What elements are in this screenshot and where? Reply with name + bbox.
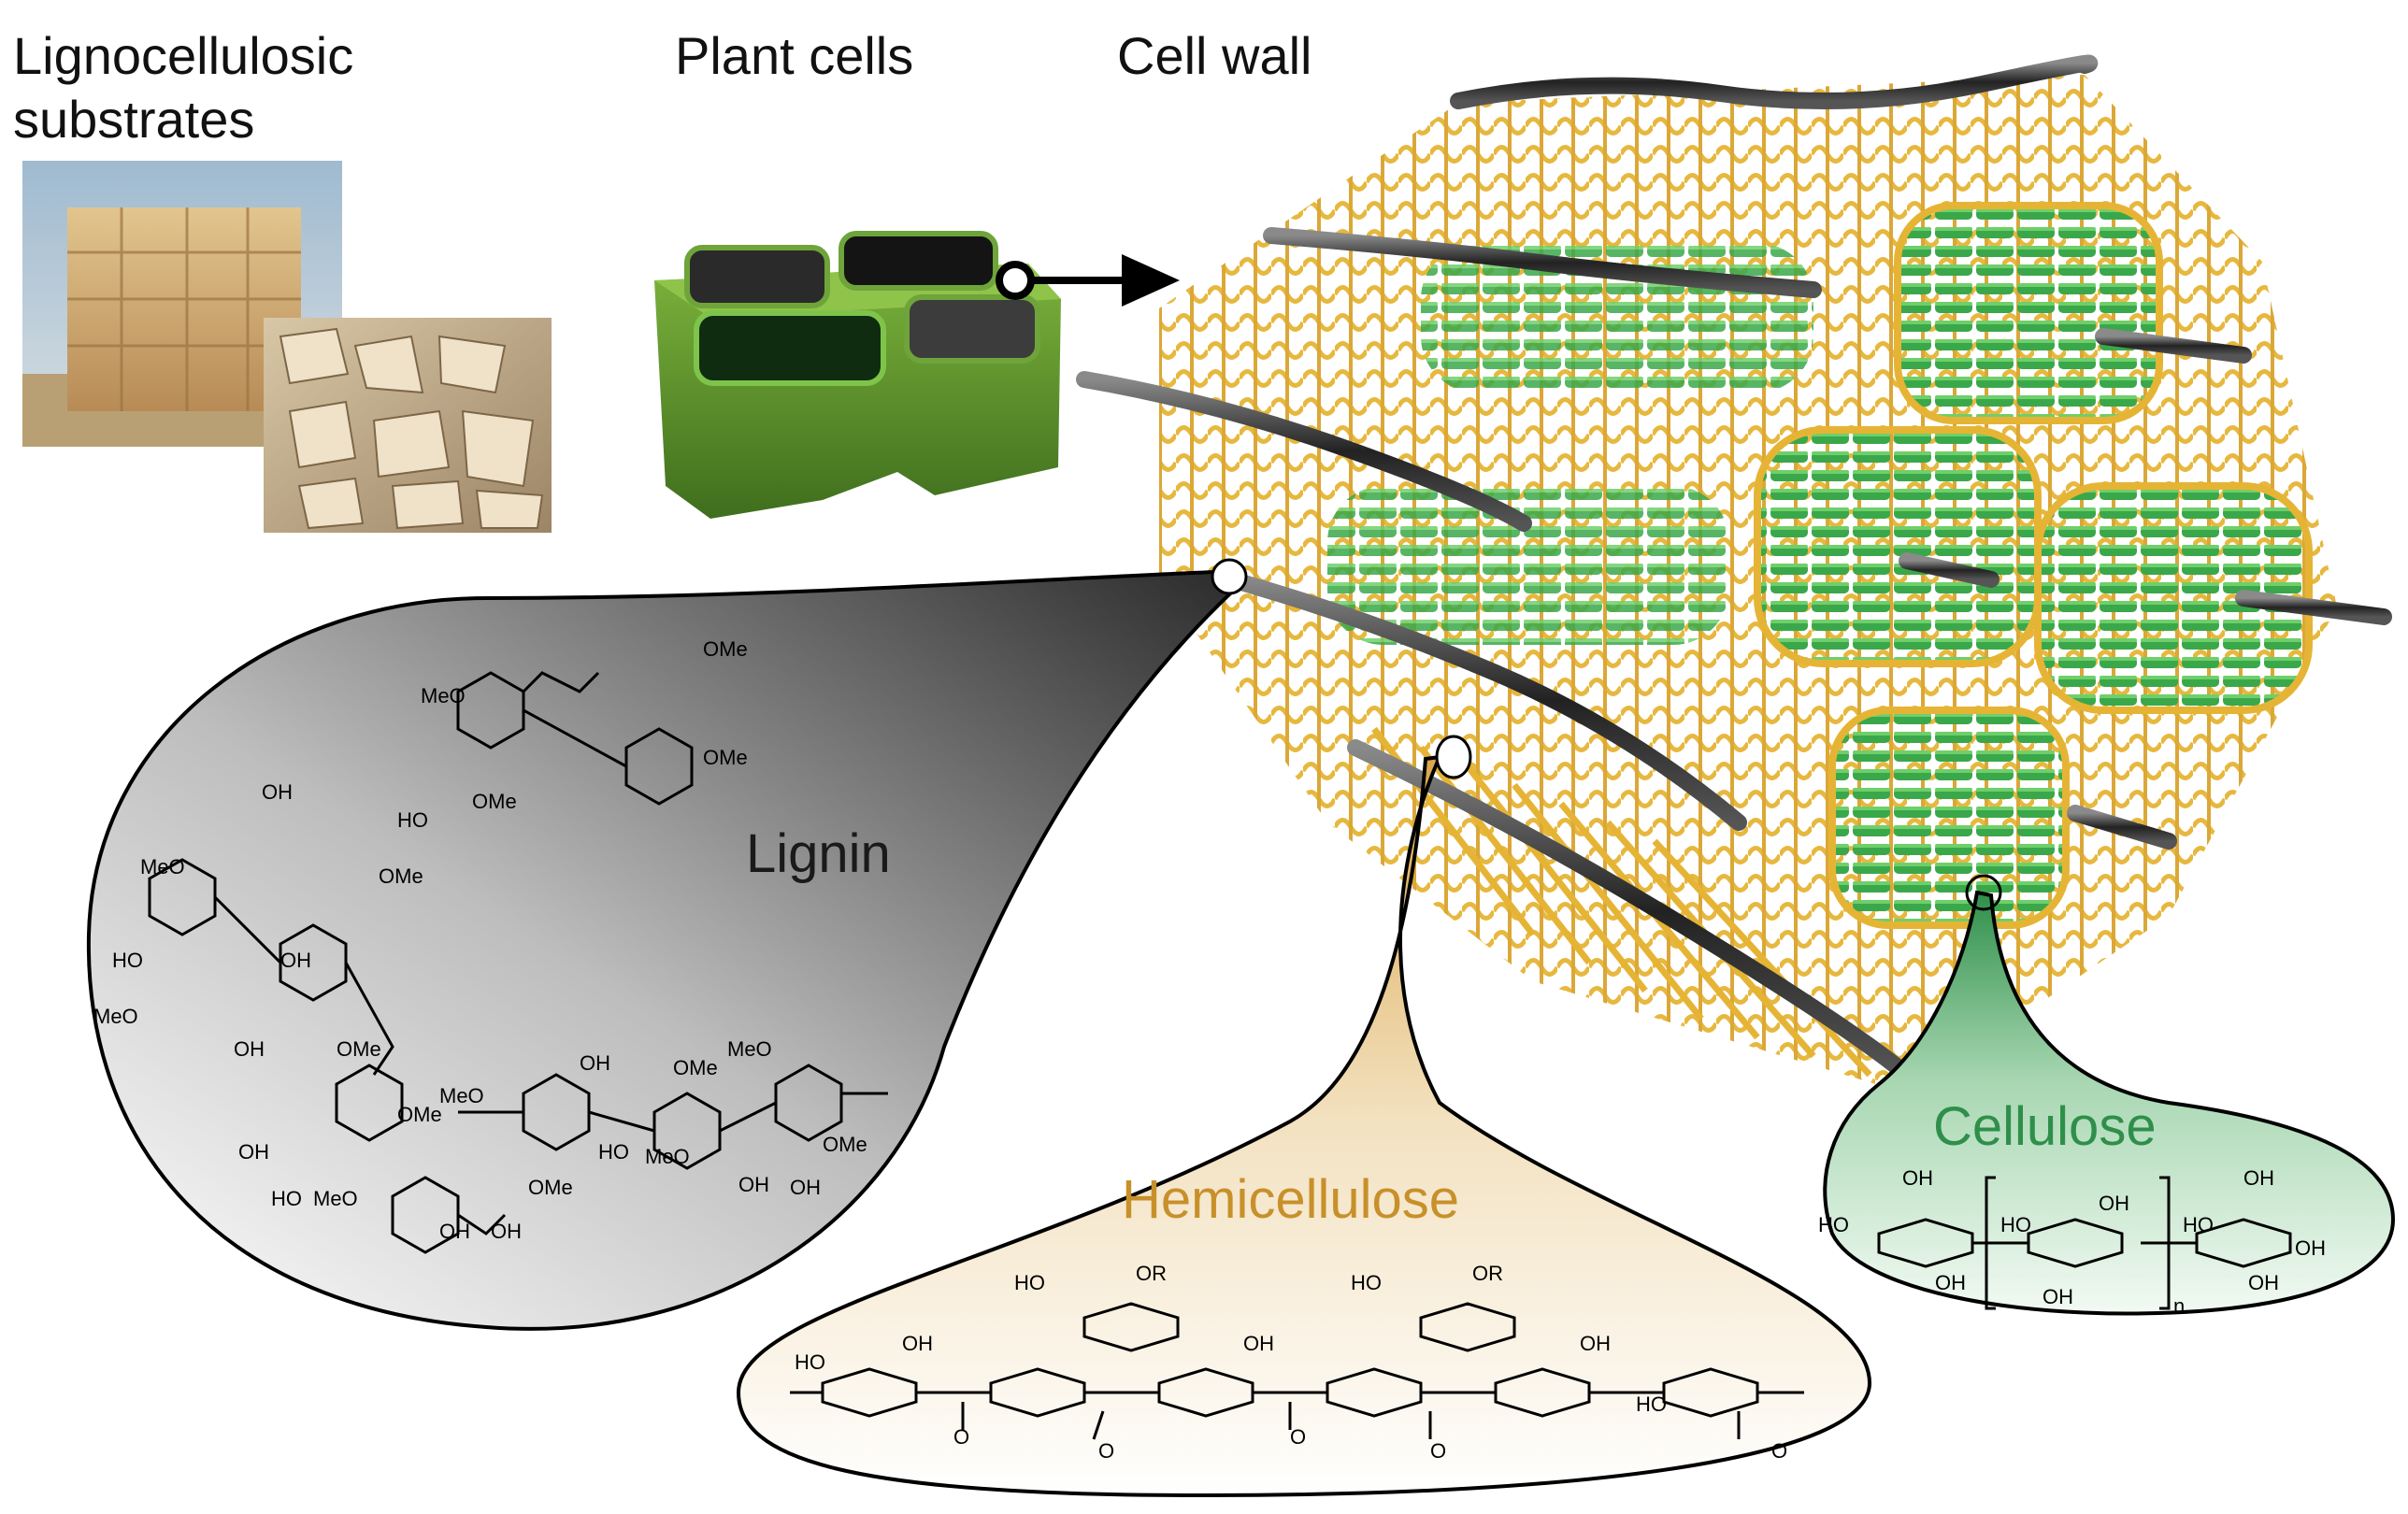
chem-label: MeO xyxy=(140,855,185,878)
chem-label: OR xyxy=(1472,1262,1503,1285)
chem-label: OH xyxy=(2243,1166,2274,1190)
chem-label: OMe xyxy=(472,790,517,813)
chem-label: OMe xyxy=(528,1176,573,1199)
lignin-label: Lignin xyxy=(746,823,891,884)
cellulose-fibrils xyxy=(1327,202,2313,929)
chem-label: O xyxy=(1430,1439,1446,1463)
chem-label: OH xyxy=(738,1173,769,1196)
chem-label: n xyxy=(2173,1294,2185,1318)
chem-label: HO xyxy=(1818,1213,1849,1236)
chem-label: OMe xyxy=(337,1037,381,1061)
chem-label: OH xyxy=(1935,1271,1966,1294)
chem-label: OH xyxy=(439,1220,470,1243)
chem-label: OH xyxy=(1243,1332,1274,1355)
chem-label: OH xyxy=(2099,1192,2129,1215)
chem-label: HO xyxy=(112,949,143,972)
chem-label: HO xyxy=(1351,1271,1382,1294)
chem-label: OH xyxy=(234,1037,265,1061)
chem-label: OH xyxy=(2042,1285,2073,1308)
lignin-structure xyxy=(148,671,888,1254)
chem-label: MeO xyxy=(439,1084,484,1107)
chem-label: MeO xyxy=(645,1145,690,1168)
chem-label: OH xyxy=(491,1220,522,1243)
cell-wall-title: Cell wall xyxy=(1117,26,1312,85)
arrow-right-icon xyxy=(996,254,1180,307)
chem-label: OH xyxy=(238,1140,269,1164)
chem-label: MeO xyxy=(313,1187,358,1210)
chem-label: OH xyxy=(1902,1166,1933,1190)
chem-label: OMe xyxy=(379,864,423,888)
chem-label: OH xyxy=(280,949,311,972)
chem-label: O xyxy=(1771,1439,1787,1463)
chem-label: OH xyxy=(580,1051,610,1075)
chem-label: OH xyxy=(262,780,293,804)
plant-cell-block xyxy=(654,231,1061,519)
chem-label: OH xyxy=(790,1176,821,1199)
chem-label: MeO xyxy=(93,1005,138,1028)
hemicellulose-structure xyxy=(790,1302,1804,1440)
chem-label: HO xyxy=(397,808,428,832)
chem-label: OR xyxy=(1136,1262,1167,1285)
chem-label: OH xyxy=(2248,1271,2279,1294)
chem-label: O xyxy=(1098,1439,1114,1463)
chem-label: O xyxy=(953,1425,969,1449)
lignin-rods xyxy=(1076,54,2392,1083)
chem-label: OMe xyxy=(703,746,748,769)
cell-wall-model xyxy=(1076,54,2392,1093)
chem-label: MeO xyxy=(421,684,466,707)
chem-label: OH xyxy=(1580,1332,1611,1355)
chem-label: MeO xyxy=(727,1037,772,1061)
cellulose-label: Cellulose xyxy=(1933,1096,2157,1157)
chem-label: HO xyxy=(2183,1213,2214,1236)
chem-label: HO xyxy=(795,1350,825,1374)
chem-label: HO xyxy=(2000,1213,2031,1236)
substrates-title-line1: Lignocellulosic xyxy=(13,26,354,85)
chem-label: HO xyxy=(1636,1393,1667,1416)
hemicellulose-callout: HO OR HO OR HO OH OH OH HO O O O O O xyxy=(736,735,1872,1498)
hemicellulose-label: Hemicellulose xyxy=(1122,1169,1460,1230)
chem-label: OMe xyxy=(703,637,748,661)
chem-label: OMe xyxy=(397,1103,442,1126)
plant-cells-title: Plant cells xyxy=(675,26,914,85)
chem-label: HO xyxy=(1014,1271,1045,1294)
wood-chips-photo xyxy=(264,318,552,533)
chem-label: OMe xyxy=(823,1133,867,1156)
lignin-callout: OMe MeO OMe OH HO OMe MeO OMe HO OH MeO … xyxy=(86,558,1248,1331)
cellulose-structure xyxy=(1877,1176,2292,1310)
chem-label: O xyxy=(1290,1425,1306,1449)
chem-label: OMe xyxy=(673,1056,718,1079)
chem-label: OH xyxy=(902,1332,933,1355)
cellulose-callout: OH HO OH OH HO OH OH HO OH OH n xyxy=(1818,874,2396,1318)
substrates-title-line2: substrates xyxy=(13,90,255,149)
chem-label: HO xyxy=(271,1187,302,1210)
chem-label: OH xyxy=(2295,1236,2326,1260)
chem-label: HO xyxy=(598,1140,629,1164)
